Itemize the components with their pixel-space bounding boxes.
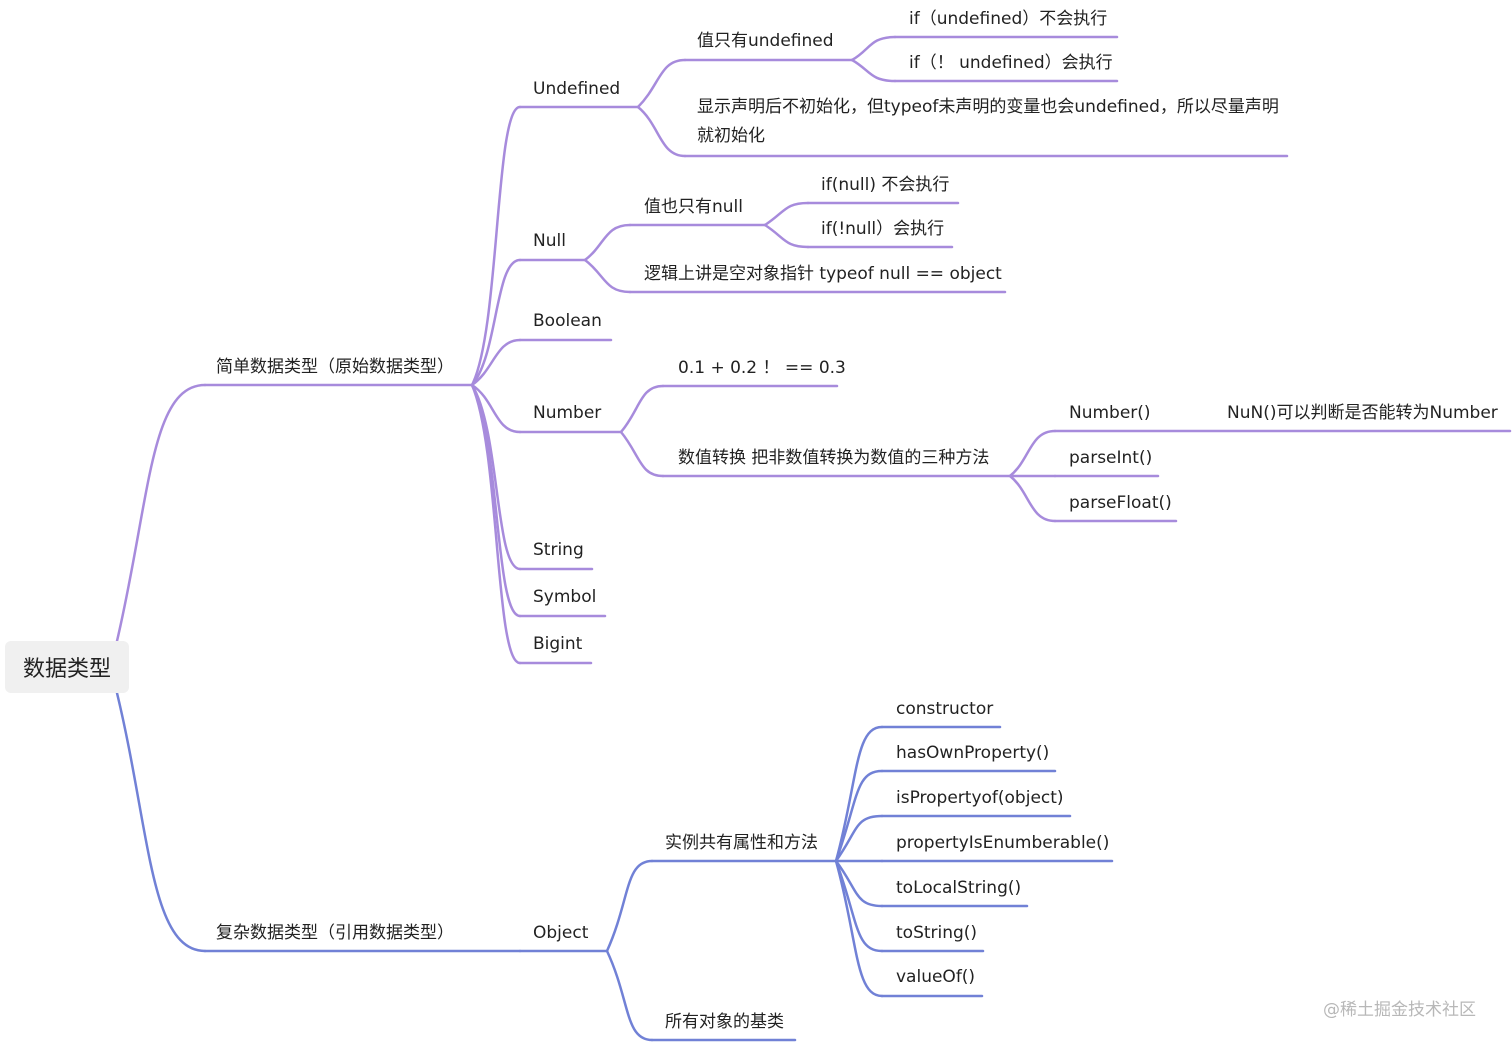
edge-undefined-only xyxy=(636,58,687,109)
node-undefined-if-false[interactable]: if（！ undefined）会执行 xyxy=(909,53,1113,73)
node-member-propertyisenumberable[interactable]: propertyIsEnumberable() xyxy=(896,833,1110,853)
edge-root-complex xyxy=(115,691,207,953)
edge-object-base xyxy=(605,949,654,1042)
edge-shared-valueof xyxy=(834,859,884,998)
node-null-if-true[interactable]: if(null) 不会执行 xyxy=(821,175,950,195)
node-object-base[interactable]: 所有对象的基类 xyxy=(665,1012,784,1032)
edge-nullonly-iftrue xyxy=(763,201,810,227)
node-number-float[interactable]: 0.1 + 0.2 ！ == 0.3 xyxy=(678,358,846,378)
node-symbol[interactable]: Symbol xyxy=(533,587,597,607)
watermark: @稀土掘金技术社区 xyxy=(1323,1000,1476,1020)
node-member-tostring[interactable]: toString() xyxy=(896,923,978,943)
edge-undefined-declare xyxy=(636,105,687,158)
edge-simple-boolean xyxy=(470,338,522,387)
simple-branch-lines xyxy=(115,35,1512,665)
node-method-number[interactable]: Number() xyxy=(1069,403,1151,423)
edge-number-conv xyxy=(619,430,665,478)
node-object[interactable]: Object xyxy=(533,923,589,943)
node-undefined-if-true[interactable]: if（undefined）不会执行 xyxy=(909,9,1108,29)
node-member-tolocalstring[interactable]: toLocalString() xyxy=(896,878,1022,898)
edge-simple-null xyxy=(470,258,522,387)
edge-only-iffalse xyxy=(850,58,897,83)
edge-only-iftrue xyxy=(850,35,897,62)
node-object-shared[interactable]: 实例共有属性和方法 xyxy=(665,833,818,853)
node-number-note[interactable]: NuN()可以判断是否能转为Number xyxy=(1227,403,1498,423)
node-undefined-declare[interactable]: 显示声明后不初始化，但typeof未声明的变量也会undefined，所以尽量声… xyxy=(697,97,1279,146)
node-undefined[interactable]: Undefined xyxy=(533,79,621,99)
node-simple-types[interactable]: 简单数据类型（原始数据类型） xyxy=(216,357,454,377)
root-node[interactable]: 数据类型 xyxy=(5,641,129,693)
edge-simple-number xyxy=(470,383,522,434)
edge-null-only xyxy=(583,223,632,262)
edge-shared-tolocal xyxy=(834,859,884,908)
edge-simple-symbol xyxy=(470,383,522,618)
node-member-valueof[interactable]: valueOf() xyxy=(896,967,976,987)
node-member-hasownproperty[interactable]: hasOwnProperty() xyxy=(896,743,1050,763)
complex-branch-lines xyxy=(115,691,1114,1042)
edge-shared-constructor xyxy=(834,725,884,863)
node-string[interactable]: String xyxy=(533,540,584,560)
edge-conv-number xyxy=(1008,429,1057,478)
node-undefined-only[interactable]: 值只有undefined xyxy=(697,31,834,51)
node-method-parsefloat[interactable]: parseFloat() xyxy=(1069,493,1172,513)
edge-null-logic xyxy=(583,258,632,294)
node-bigint[interactable]: Bigint xyxy=(533,634,583,654)
node-member-ispropertyof[interactable]: isPropertyof(object) xyxy=(896,788,1064,808)
node-null-logic[interactable]: 逻辑上讲是空对象指针 typeof null == object xyxy=(644,264,1002,284)
node-complex-types[interactable]: 复杂数据类型（引用数据类型） xyxy=(216,923,454,943)
edge-number-float xyxy=(619,384,665,434)
edge-shared-tostring xyxy=(834,859,884,953)
node-method-parseint[interactable]: parseInt() xyxy=(1069,448,1153,468)
node-null[interactable]: Null xyxy=(533,231,566,251)
node-number-conversion[interactable]: 数值转换 把非数值转换为数值的三种方法 xyxy=(678,448,990,468)
node-member-constructor[interactable]: constructor xyxy=(896,699,994,719)
edge-shared-isproperty xyxy=(834,814,884,863)
node-number[interactable]: Number xyxy=(533,403,602,423)
node-null-if-false[interactable]: if(!null）会执行 xyxy=(821,219,945,239)
edge-nullonly-iffalse xyxy=(763,223,810,249)
node-null-only[interactable]: 值也只有null xyxy=(644,197,743,217)
edge-simple-bigint xyxy=(470,383,522,665)
edge-conv-parsefloat xyxy=(1008,474,1057,523)
edge-object-shared xyxy=(605,859,654,953)
edge-root-simple xyxy=(115,383,207,643)
edge-shared-hasown xyxy=(834,769,884,863)
node-boolean[interactable]: Boolean xyxy=(533,311,602,331)
edge-simple-undefined xyxy=(470,105,522,387)
